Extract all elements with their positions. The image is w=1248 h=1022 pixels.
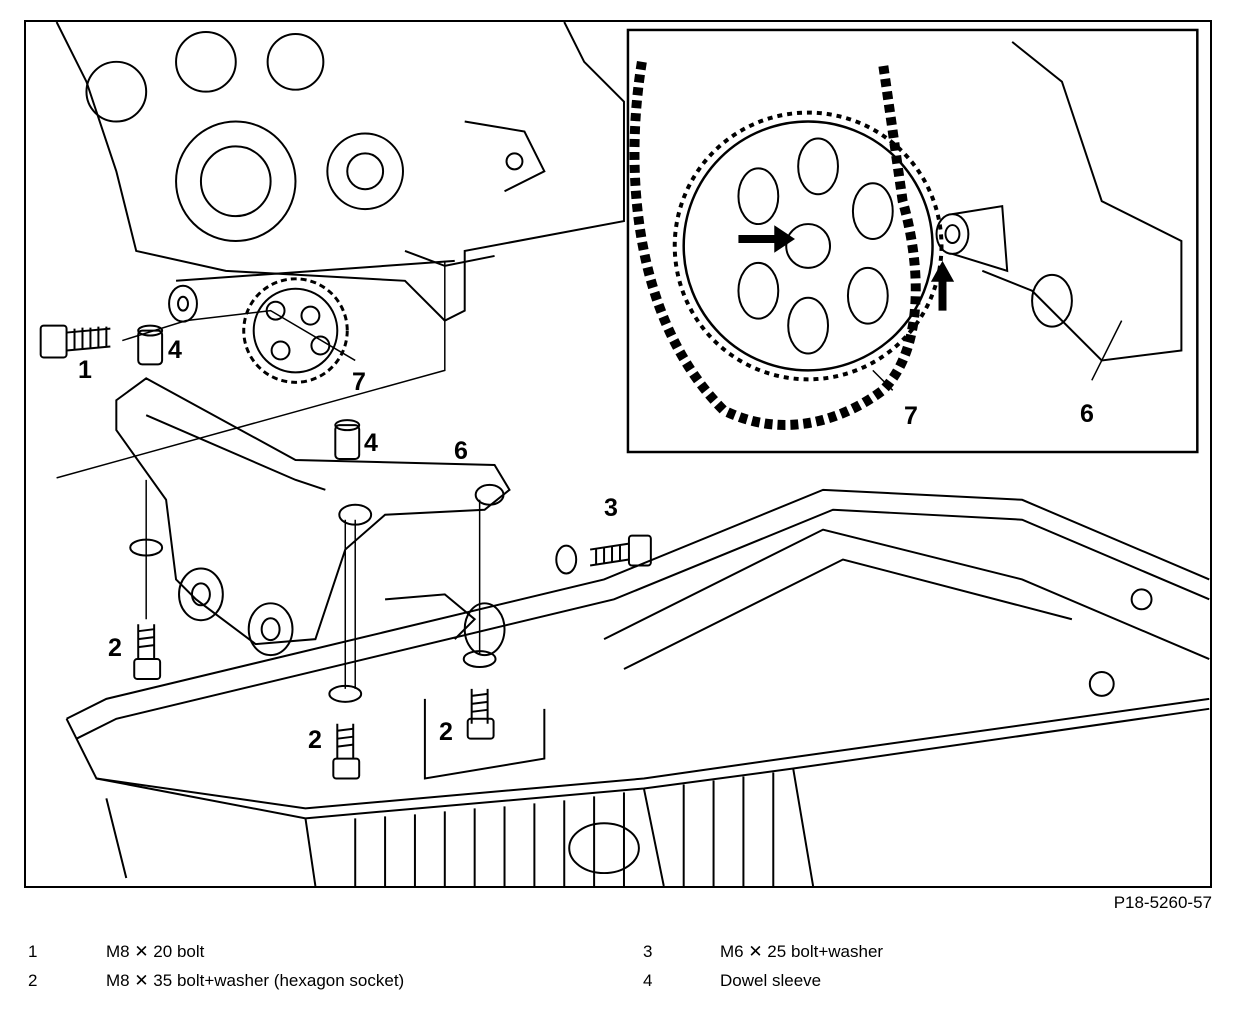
callout-1: 1 xyxy=(78,356,92,384)
bolt-1 xyxy=(39,324,111,359)
callout-4-lower: 4 xyxy=(364,429,378,457)
legend-number: 1 xyxy=(28,942,38,961)
bolt-2b xyxy=(332,723,361,780)
legend-number: 2 xyxy=(28,971,38,990)
callout-7-inset: 7 xyxy=(904,402,918,430)
washer-icon xyxy=(168,284,198,323)
exploded-diagram: 1 4 7 4 6 3 2 2 2 7 6 xyxy=(24,20,1212,888)
diagram-drawing xyxy=(39,22,1210,886)
oil-pump-assembly xyxy=(115,377,511,657)
sprocket-small xyxy=(242,277,349,384)
bolt-2c xyxy=(466,688,495,740)
callout-2-middle: 2 xyxy=(308,726,322,754)
callout-2-right: 2 xyxy=(439,718,453,746)
legend-text: M8 ✕ 20 bolt xyxy=(106,942,205,961)
washer-icon xyxy=(555,544,578,575)
inset-panel xyxy=(626,28,1199,454)
callout-6-inset: 6 xyxy=(1080,400,1094,428)
dowel-sleeve-lower xyxy=(334,419,361,460)
legend-number: 3 xyxy=(643,942,653,961)
reference-plane-line xyxy=(56,260,446,479)
callout-6-lower: 6 xyxy=(454,437,468,465)
bolt-3 xyxy=(589,534,652,567)
legend-text: M8 ✕ 35 bolt+washer (hexagon socket) xyxy=(106,971,405,990)
leader-line xyxy=(145,479,481,689)
leader-line xyxy=(122,309,356,362)
dowel-sleeve-upper xyxy=(137,324,164,366)
oil-pan xyxy=(65,488,1210,886)
legend-number: 4 xyxy=(643,971,653,990)
bolt-2a xyxy=(133,624,162,680)
callout-4-upper: 4 xyxy=(168,336,182,364)
callout-3: 3 xyxy=(604,494,618,522)
figure-code: P18-5260-57 xyxy=(1113,893,1212,912)
washer-hole xyxy=(177,295,189,312)
legend-text: M6 ✕ 25 bolt+washer xyxy=(720,942,884,961)
legend-text: Dowel sleeve xyxy=(720,971,822,990)
callout-7-upper: 7 xyxy=(352,368,366,396)
engine-block xyxy=(55,22,625,322)
callout-2-left: 2 xyxy=(108,634,122,662)
